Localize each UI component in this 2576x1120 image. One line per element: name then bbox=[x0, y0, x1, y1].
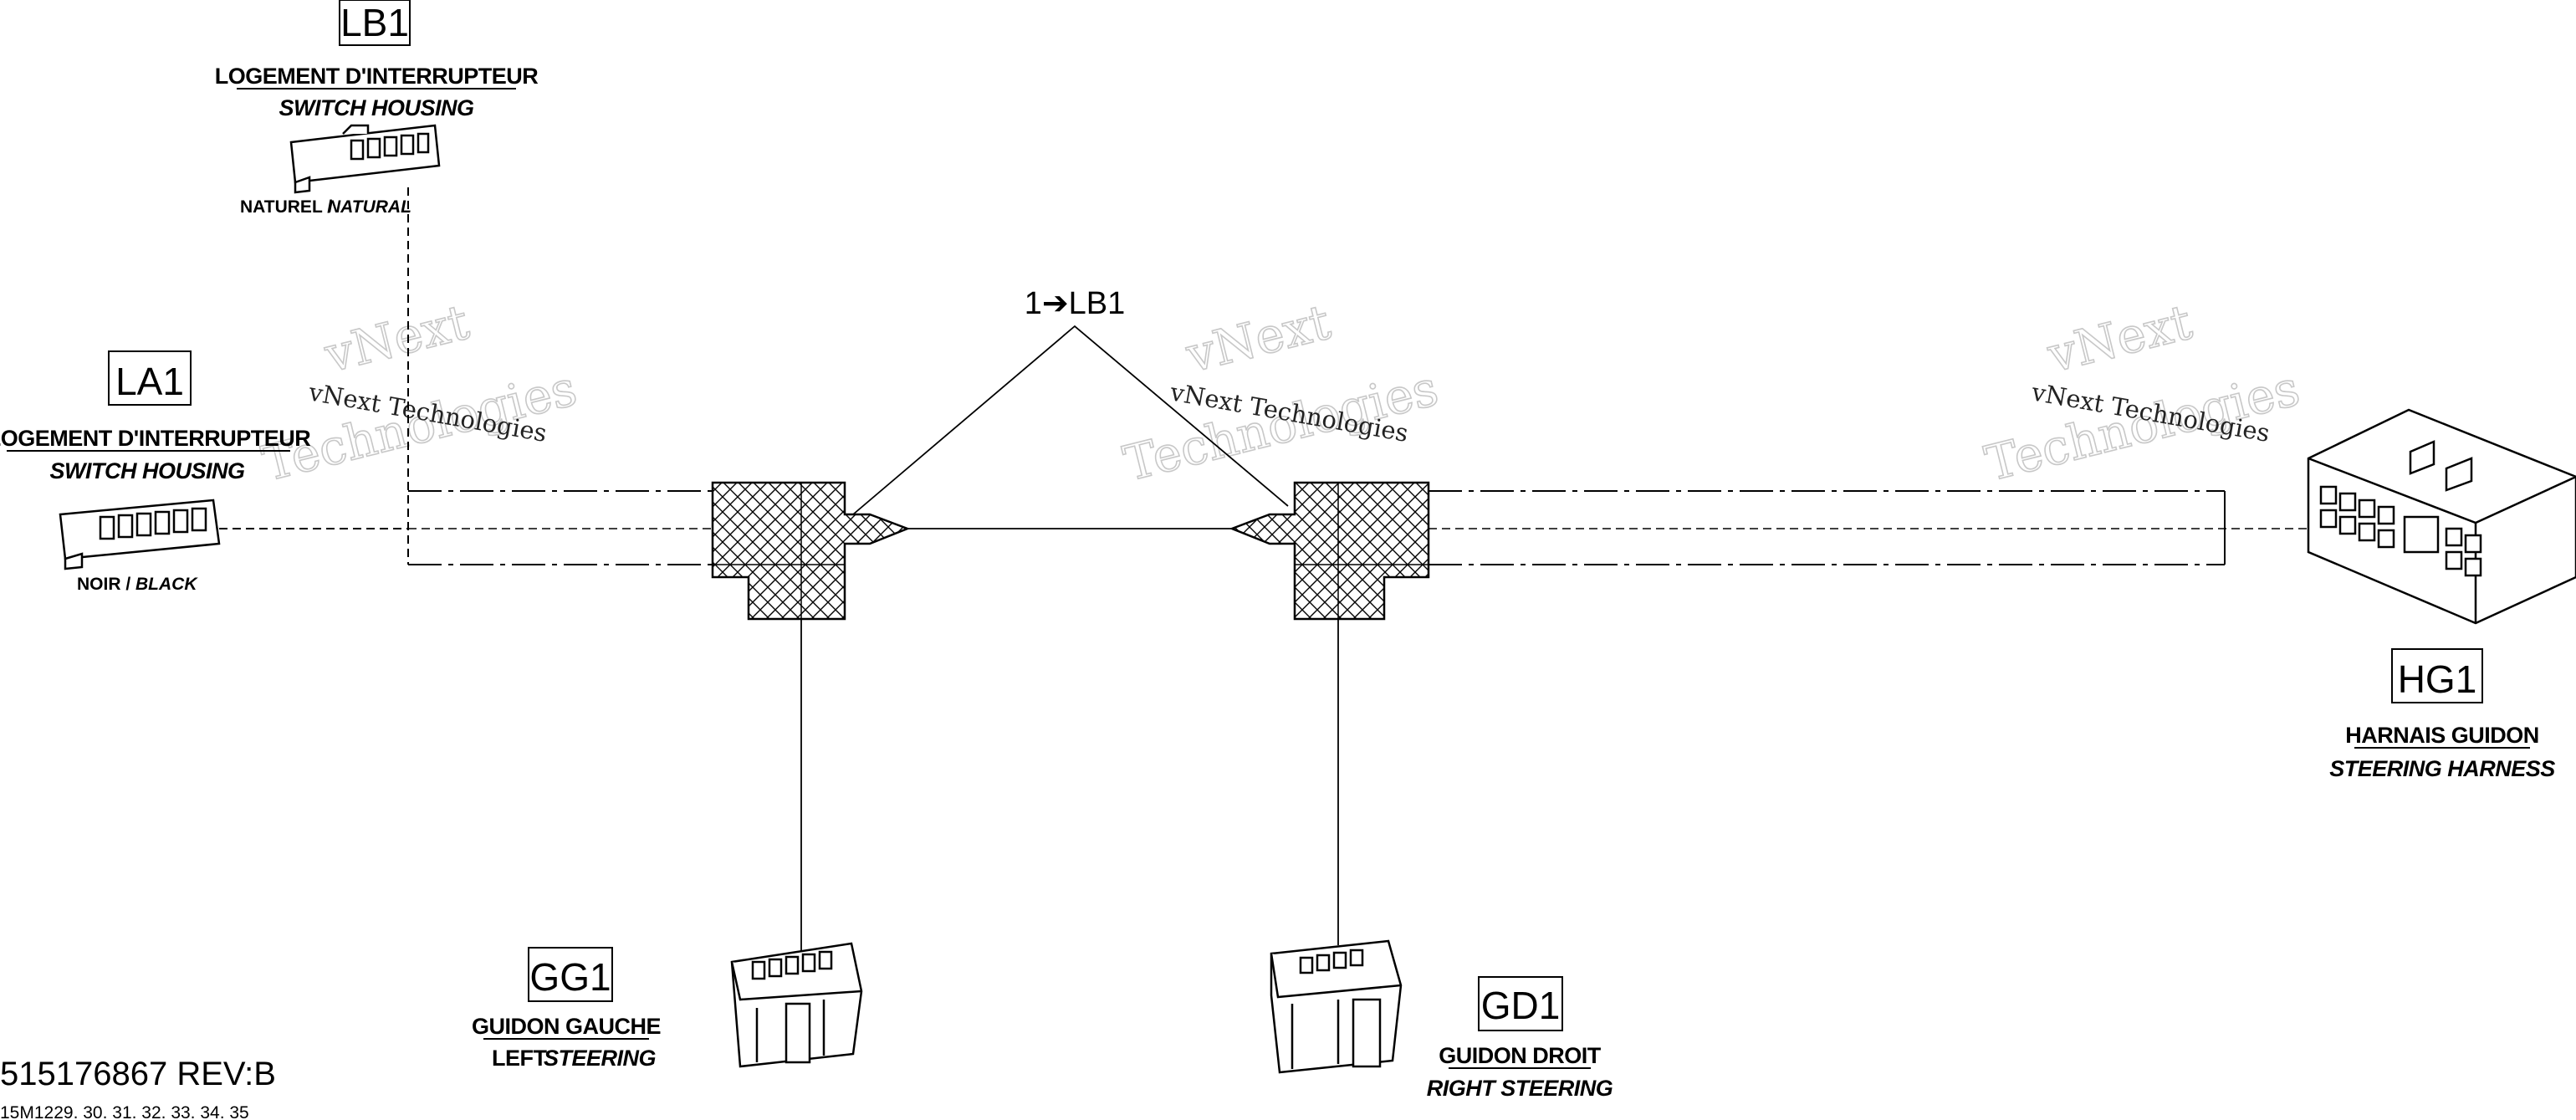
gg1-subtitle-left: LEFT bbox=[492, 1046, 547, 1071]
la1-label: LA1 LOGEMENT D'INTERRUPTEUR SWITCH HOUSI… bbox=[0, 350, 311, 594]
watermark-right: vNext Technologies vNext Technologies bbox=[1979, 293, 2306, 494]
gd1-label: GD1 GUIDON DROIT RIGHT STEERING bbox=[1427, 976, 1613, 1101]
hg1-label: HG1 HARNAIS GUIDON STEERING HARNESS bbox=[2329, 648, 2556, 781]
la1-color-en: BLACK bbox=[135, 575, 198, 594]
gg1-title: GUIDON GAUCHE bbox=[472, 1014, 661, 1039]
splice-left bbox=[711, 481, 911, 621]
gg1-code: GG1 bbox=[529, 955, 611, 999]
svg-text:vNext: vNext bbox=[319, 294, 474, 384]
watermark-center: vNext Technologies vNext Technologies bbox=[1117, 293, 1444, 494]
callout-leader bbox=[852, 325, 1289, 515]
model-numbers: 15M1229. 30. 31. 32. 33. 34. 35 bbox=[0, 1103, 249, 1120]
svg-text:vNext: vNext bbox=[2042, 294, 2197, 384]
lb1-color-fr: NATUREL / bbox=[240, 197, 332, 217]
hg1-title: HARNAIS GUIDON bbox=[2345, 723, 2539, 748]
svg-text:vNext: vNext bbox=[1180, 294, 1336, 384]
watermark-left: vNext Technologies vNext Technologies bbox=[256, 293, 583, 494]
gg1-subtitle-steering: STEERING bbox=[544, 1046, 657, 1071]
lb1-connector-icon bbox=[289, 124, 441, 194]
splice-right bbox=[1229, 481, 1430, 621]
hg1-subtitle: STEERING HARNESS bbox=[2329, 756, 2555, 781]
hg1-connector-icon bbox=[2307, 408, 2576, 625]
harness-lines bbox=[219, 187, 2333, 954]
gd1-title: GUIDON DROIT bbox=[1439, 1043, 1602, 1068]
gd1-code: GD1 bbox=[1481, 984, 1561, 1027]
callout-label: 1➔LB1 bbox=[1025, 286, 1126, 321]
la1-title: LOGEMENT D'INTERRUPTEUR bbox=[0, 426, 310, 451]
la1-code: LA1 bbox=[115, 360, 184, 403]
lb1-subtitle: SWITCH HOUSING bbox=[279, 95, 474, 120]
lb1-title: LOGEMENT D'INTERRUPTEUR bbox=[215, 64, 538, 89]
la1-connector-icon bbox=[59, 499, 221, 570]
part-number: 515176867 REV:B bbox=[0, 1056, 276, 1092]
lb1-label: LB1 LOGEMENT D'INTERRUPTEUR SWITCH HOUSI… bbox=[215, 0, 539, 217]
hg1-code: HG1 bbox=[2398, 657, 2477, 701]
lb1-code: LB1 bbox=[340, 1, 409, 44]
la1-color-fr: NOIR / bbox=[77, 575, 130, 594]
la1-subtitle: SWITCH HOUSING bbox=[50, 458, 245, 483]
gg1-connector-icon bbox=[730, 942, 863, 1068]
gd1-subtitle: RIGHT STEERING bbox=[1427, 1076, 1613, 1101]
gg1-label: GG1 GUIDON GAUCHE LEFT STEERING bbox=[472, 947, 662, 1071]
lb1-color-en: NATURAL bbox=[328, 197, 411, 217]
gd1-connector-icon bbox=[1270, 939, 1403, 1074]
